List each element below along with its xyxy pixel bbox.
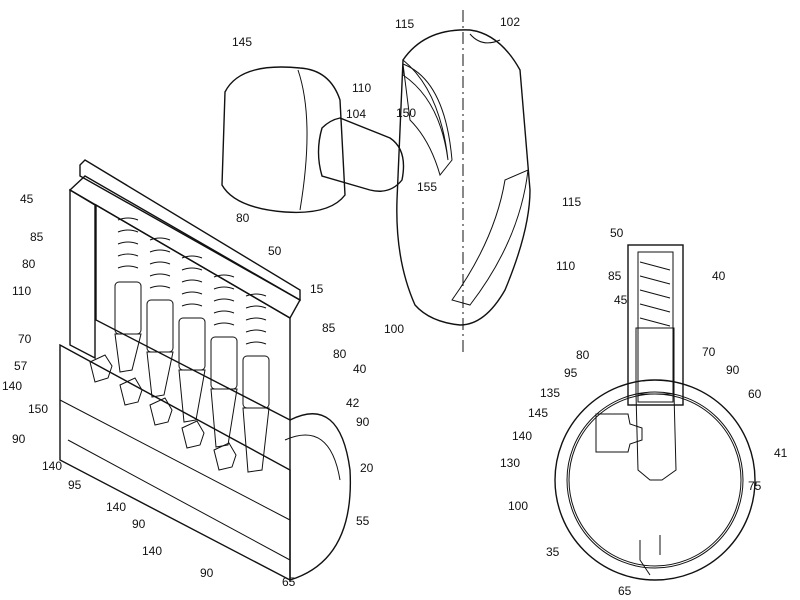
label-140-bottom-c: 140 xyxy=(142,544,162,558)
label-100-pin: 100 xyxy=(384,322,404,336)
label-42: 42 xyxy=(346,396,360,410)
label-104: 104 xyxy=(346,107,366,121)
label-80-left: 80 xyxy=(22,257,36,271)
label-60: 60 xyxy=(748,387,762,401)
label-40-left: 40 xyxy=(353,362,367,376)
label-55: 55 xyxy=(356,514,370,528)
label-50-right: 50 xyxy=(610,226,624,240)
label-110-left: 110 xyxy=(12,284,31,298)
blue-key-pins xyxy=(114,333,270,473)
label-110-right: 110 xyxy=(556,259,575,273)
label-40-section: 40 xyxy=(712,269,726,283)
label-75: 75 xyxy=(748,479,762,493)
label-90-left: 90 xyxy=(12,432,26,446)
label-110-top: 110 xyxy=(352,81,371,95)
label-50-left: 50 xyxy=(268,244,282,258)
label-135: 135 xyxy=(540,386,560,400)
label-57: 57 xyxy=(14,359,28,373)
label-115-right: 115 xyxy=(562,195,581,209)
yellow-cap-part xyxy=(221,66,405,214)
label-41: 41 xyxy=(774,446,788,460)
label-150-left: 150 xyxy=(28,402,48,416)
label-90-section: 90 xyxy=(726,363,740,377)
cylinder-assembly xyxy=(59,159,352,582)
label-85-right: 85 xyxy=(322,321,336,335)
label-45-left: 45 xyxy=(20,192,34,206)
label-150-top: 150 xyxy=(396,106,416,120)
label-65-section: 65 xyxy=(618,584,632,598)
label-90-bottom-a: 90 xyxy=(132,517,146,531)
label-140-section: 140 xyxy=(512,429,532,443)
label-102: 102 xyxy=(500,15,520,29)
label-140-bottom-b: 140 xyxy=(106,500,126,514)
label-80-top: 80 xyxy=(236,211,250,225)
label-85-section: 85 xyxy=(608,269,622,283)
yellow-side-pins xyxy=(89,354,237,471)
label-90-bottom-b: 90 xyxy=(200,566,214,580)
label-95-left: 95 xyxy=(68,478,82,492)
label-130: 130 xyxy=(500,456,520,470)
label-70-left: 70 xyxy=(18,332,32,346)
label-70-section: 70 xyxy=(702,345,716,359)
label-65-left: 65 xyxy=(282,575,296,589)
label-45-section: 45 xyxy=(614,293,628,307)
label-100-section: 100 xyxy=(508,499,528,513)
label-145-section: 145 xyxy=(528,406,548,420)
label-155: 155 xyxy=(417,180,437,194)
label-80-section: 80 xyxy=(576,348,590,362)
label-85-left: 85 xyxy=(30,230,44,244)
label-140-left: 140 xyxy=(2,379,22,393)
label-90-right: 90 xyxy=(356,415,370,429)
cross-section xyxy=(554,244,756,581)
reference-labels: 145 115 102 110 150 104 155 115 110 100 … xyxy=(2,15,788,598)
label-140-bottom-a: 140 xyxy=(42,459,62,473)
label-20: 20 xyxy=(360,461,374,475)
blue-pin-part xyxy=(396,10,531,355)
spring-stack xyxy=(117,217,267,345)
label-35: 35 xyxy=(546,545,560,559)
label-95-section: 95 xyxy=(564,366,578,380)
label-80-right: 80 xyxy=(333,347,347,361)
label-115-top: 115 xyxy=(395,17,414,31)
label-15: 15 xyxy=(310,282,324,296)
label-145-cap: 145 xyxy=(232,35,252,49)
